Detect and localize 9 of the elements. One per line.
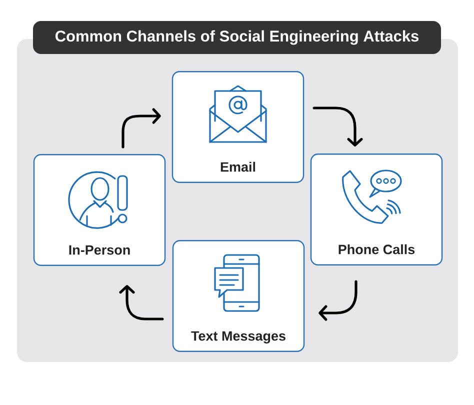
arrow [119,285,164,320]
channel-box: Text Messages [172,240,305,352]
channel-box: Email [172,71,304,183]
arrow [122,108,161,148]
arrow [312,106,363,146]
title-bar: Common Channels of Social Engineering Attacks [33,21,441,54]
channel-box: Phone Calls [310,154,443,266]
arrow [318,280,358,321]
channel-box: In-Person [33,154,166,266]
